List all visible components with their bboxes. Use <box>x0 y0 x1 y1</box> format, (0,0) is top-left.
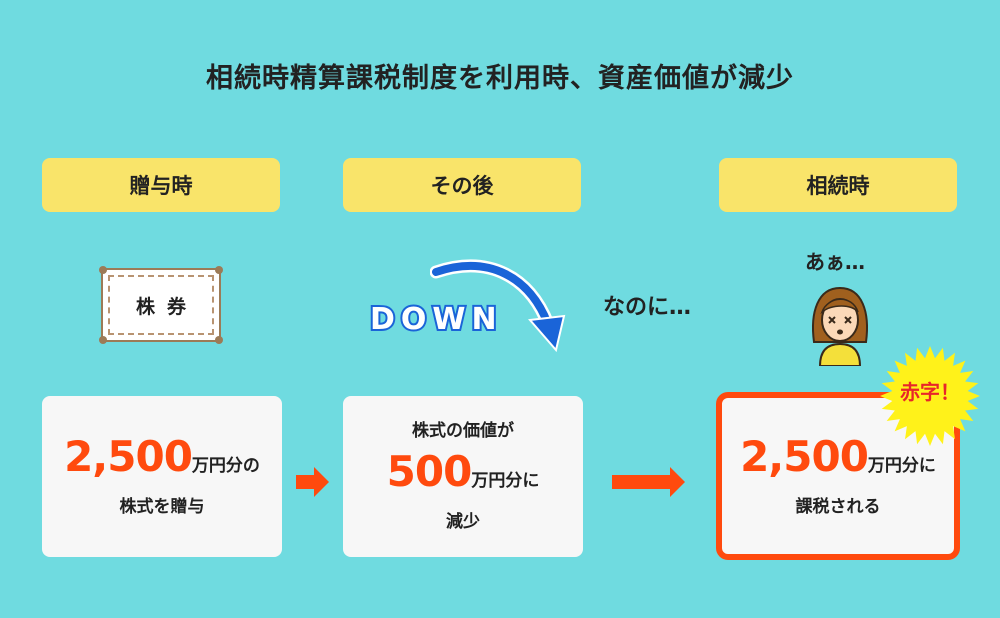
certificate-label: 株券 <box>135 295 198 318</box>
nanoni-text: なのに… <box>603 295 692 320</box>
sigh-text: あぁ… <box>805 250 865 274</box>
inherit-amount: 2,500 <box>740 431 869 481</box>
after-box: 株式の価値が 500 万円分に 減少 <box>343 396 583 557</box>
inherit-unit: 万円分に <box>867 455 936 476</box>
down-label: DOWN <box>368 300 503 339</box>
page-title: 相続時精算課税制度を利用時、資産価値が減少 <box>206 63 794 94</box>
burst-icon <box>880 346 980 446</box>
deficit-label: 赤字！ <box>900 380 960 404</box>
arrow-right-long-icon <box>612 467 685 497</box>
gift-unit: 万円分の <box>191 456 260 476</box>
gift-box: 2,500 万円分の 株式を贈与 <box>42 396 282 557</box>
after-line3: 減少 <box>446 512 480 532</box>
distressed-person-icon <box>812 286 868 366</box>
after-unit: 万円分に <box>471 471 540 491</box>
down-arrow-icon <box>430 259 566 353</box>
gift-description: 株式を贈与 <box>119 497 205 517</box>
after-amount: 500 <box>386 447 473 496</box>
stage-label-gift: 贈与時 <box>42 158 280 212</box>
stage-label-after: その後 <box>343 158 581 212</box>
after-line1: 株式の価値が <box>412 421 514 441</box>
arrow-right-icon <box>296 467 329 497</box>
stage-label-inherit: 相続時 <box>719 158 957 212</box>
gift-amount: 2,500 <box>64 432 193 481</box>
stock-certificate-icon: 株券 <box>99 266 223 344</box>
inherit-description: 課税される <box>795 496 881 517</box>
inherit-box: 2,500 万円分に 課税される <box>716 392 960 560</box>
